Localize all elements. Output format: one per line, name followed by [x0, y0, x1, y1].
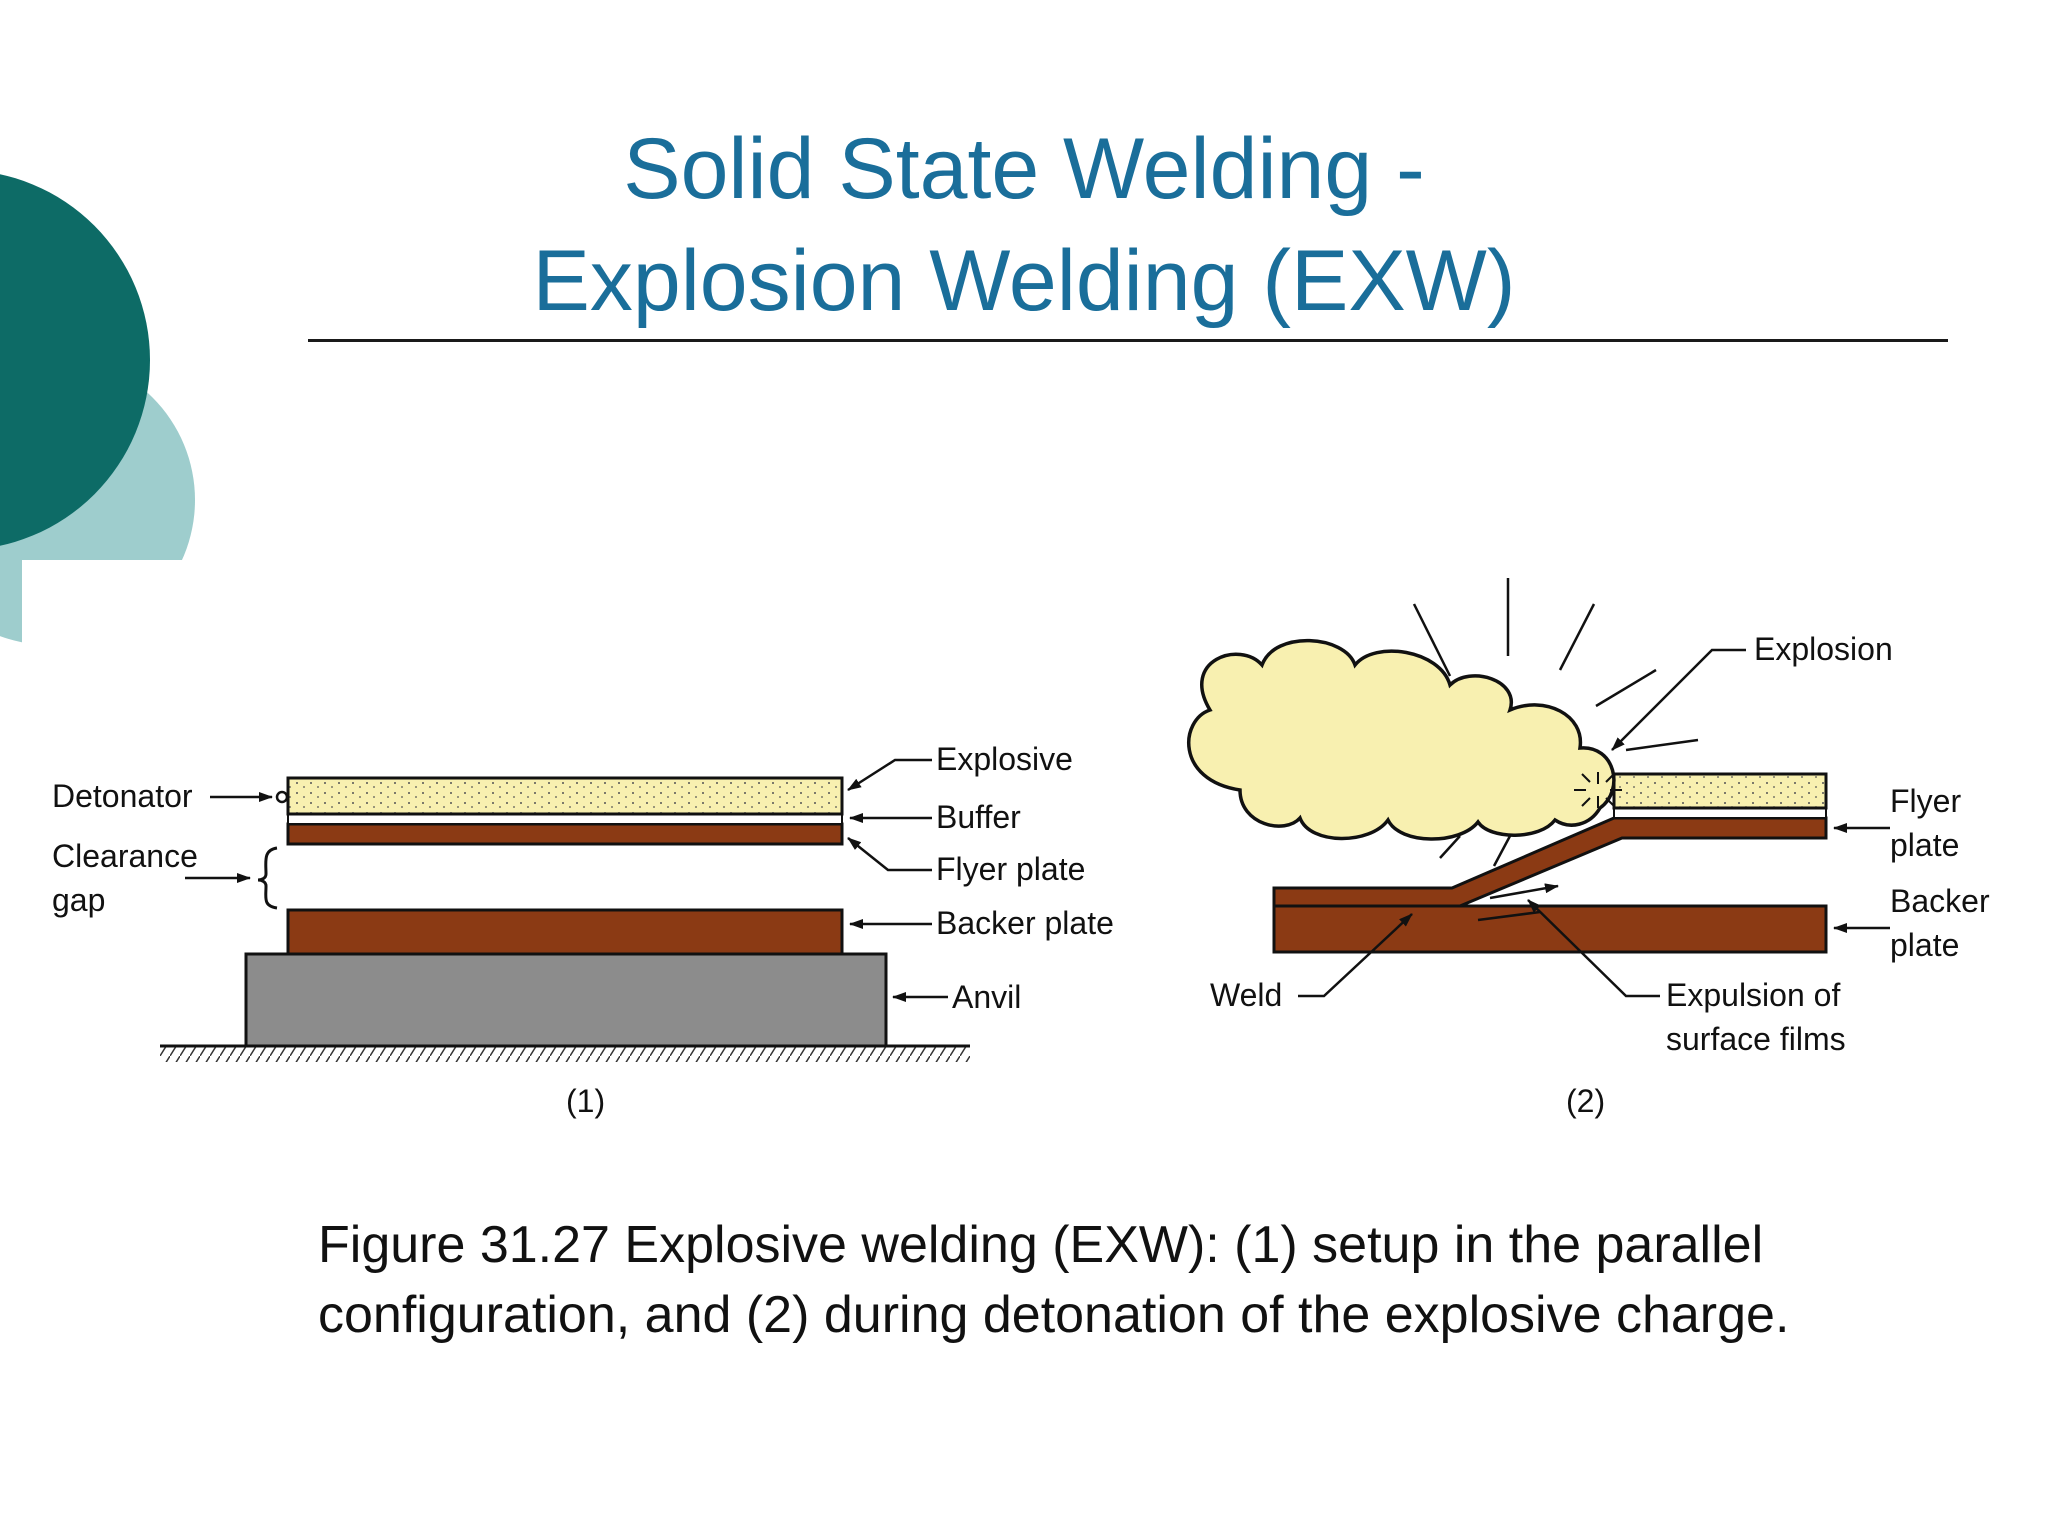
explosive-leader	[847, 758, 932, 792]
figure: Detonator Clearance gap Explosive Buffer…	[22, 560, 2042, 1140]
explosion-leader	[1611, 648, 1746, 751]
label-weld: Weld	[1210, 977, 1282, 1013]
label-expulsion-2: surface films	[1666, 1021, 1846, 1057]
panel-1-setup: Detonator Clearance gap Explosive Buffer…	[52, 741, 1114, 1119]
expulsion-leader	[1527, 899, 1660, 998]
panel-2-detonation: Explosion Flyer plate Backer plate Weld …	[1187, 578, 1990, 1119]
label-backer-plate-word: plate	[1890, 927, 1959, 963]
slide-title-line-2: Explosion Welding (EXW)	[532, 233, 1516, 329]
weld-leader	[1298, 913, 1413, 998]
label-explosion: Explosion	[1754, 631, 1893, 667]
detonation-starburst	[1574, 772, 1622, 808]
anvil-block	[244, 952, 888, 1048]
panel-1-label: (1)	[566, 1083, 605, 1119]
flyer-plate-2	[1272, 816, 1828, 908]
dark-circle	[0, 174, 150, 546]
label-expulsion-1: Expulsion of	[1666, 977, 1840, 1013]
label-backer-plate: Backer plate	[936, 905, 1114, 941]
label-flyer-plate: Flyer plate	[936, 851, 1085, 887]
flyer-leader	[847, 837, 932, 872]
label-explosive: Explosive	[936, 741, 1073, 777]
detonator-cap	[275, 790, 289, 804]
label-detonator: Detonator	[52, 778, 193, 814]
slide-title-line-1: Solid State Welding -	[623, 121, 1425, 217]
backer-plate-1	[286, 908, 844, 956]
panel-2-label: (2)	[1566, 1083, 1605, 1119]
label-anvil: Anvil	[952, 979, 1021, 1015]
backer-plate-2	[1272, 904, 1828, 954]
title-underline	[308, 339, 1948, 342]
flyer-plate-1	[286, 822, 844, 846]
explosive-layer-2	[1612, 772, 1828, 810]
explosion-cloud	[1187, 638, 1616, 841]
label-clearance: Clearance	[52, 838, 198, 874]
label-buffer: Buffer	[936, 799, 1021, 835]
figure-caption: Figure 31.27 Explosive welding (EXW): (1…	[318, 1216, 1790, 1344]
radiating-lines	[1412, 578, 1699, 922]
explosive-layer-1	[286, 776, 844, 816]
expulsion-arrow	[1489, 883, 1559, 900]
label-gap: gap	[52, 882, 105, 918]
explosion-welding-diagram: Detonator Clearance gap Explosive Buffer…	[52, 578, 1990, 1119]
label-flyer: Flyer	[1890, 783, 1961, 819]
clearance-brace	[257, 846, 278, 910]
ground-hatch	[160, 1046, 970, 1062]
label-flyer-plate-word: plate	[1890, 827, 1959, 863]
label-backer: Backer	[1890, 883, 1990, 919]
